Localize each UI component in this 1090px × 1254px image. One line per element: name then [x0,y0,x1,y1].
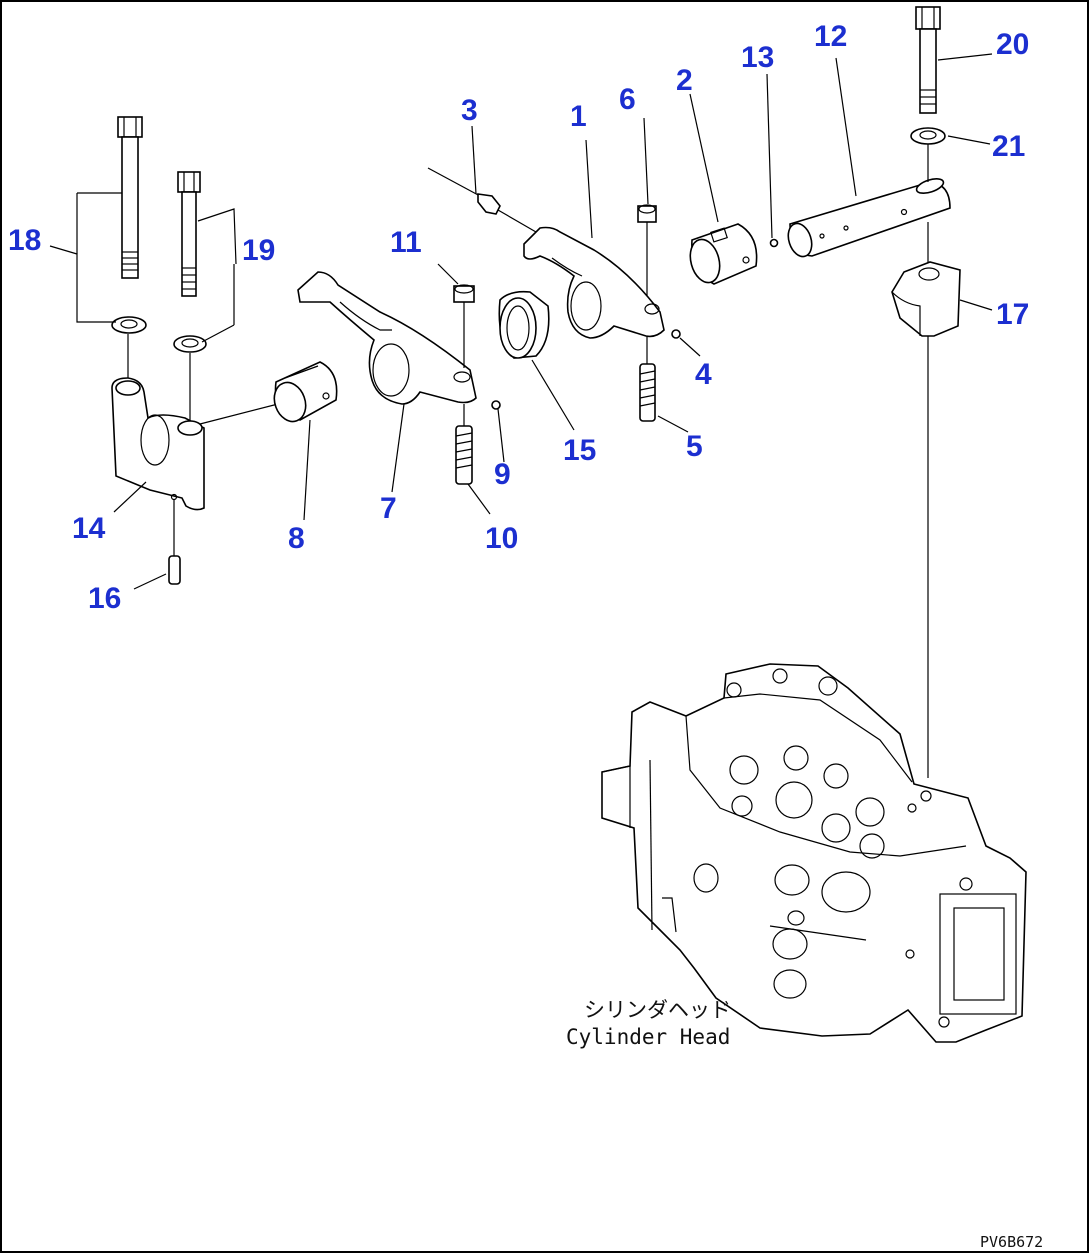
bushing-8[interactable] [269,361,338,426]
plug-4[interactable] [671,329,681,339]
callout-8: 8 [288,522,305,555]
bolt-19[interactable] [177,171,201,297]
plug-9[interactable] [491,400,501,410]
washer-19[interactable] [173,335,207,353]
callout-labels: 1 2 3 4 5 6 7 8 9 10 11 12 13 14 15 16 1… [8,20,1029,615]
callout-19: 19 [242,234,275,267]
adjust-screw-5[interactable] [639,363,656,422]
caption-japanese: シリンダヘッド [584,998,731,1022]
ring-15[interactable] [498,290,550,359]
callout-1: 1 [570,100,587,133]
caption-english: Cylinder Head [566,1025,730,1049]
bracket-17[interactable] [891,261,961,337]
callout-10: 10 [485,522,518,555]
callout-15: 15 [563,434,596,467]
screw-3[interactable] [427,167,537,233]
callout-16: 16 [88,582,121,615]
bushing-2[interactable] [686,223,758,286]
callout-21: 21 [992,130,1025,163]
bolt-20[interactable] [915,6,941,114]
callout-11: 11 [390,226,422,259]
callout-3: 3 [461,94,478,127]
rocker-shaft-12[interactable] [784,176,951,260]
callout-12: 12 [814,20,847,53]
callout-13: 13 [741,41,774,74]
leader-lines [49,53,993,590]
washer-21[interactable] [910,127,946,145]
plug-13[interactable] [769,238,779,248]
pin-16[interactable] [168,555,181,585]
callout-4: 4 [695,358,712,391]
callout-17: 17 [996,298,1029,331]
cylinder-head[interactable] [601,663,1027,1043]
rocker-bracket-14[interactable] [111,377,205,511]
nut-6[interactable] [637,204,657,223]
callout-6: 6 [619,83,636,116]
callout-7: 7 [380,492,397,525]
callout-14: 14 [72,512,106,545]
callout-2: 2 [676,64,693,97]
bolt-18[interactable] [117,116,143,279]
callout-20: 20 [996,28,1029,61]
rocker-arm-7[interactable] [297,271,477,405]
rocker-arm-1[interactable] [523,226,665,339]
nut-11[interactable] [453,284,475,303]
callout-5: 5 [686,430,703,463]
callout-9: 9 [494,458,511,491]
figure-code: PV6B672 [980,1233,1043,1251]
adjust-screw-10[interactable] [455,425,473,485]
callout-18: 18 [8,224,41,257]
washer-18[interactable] [111,316,147,334]
